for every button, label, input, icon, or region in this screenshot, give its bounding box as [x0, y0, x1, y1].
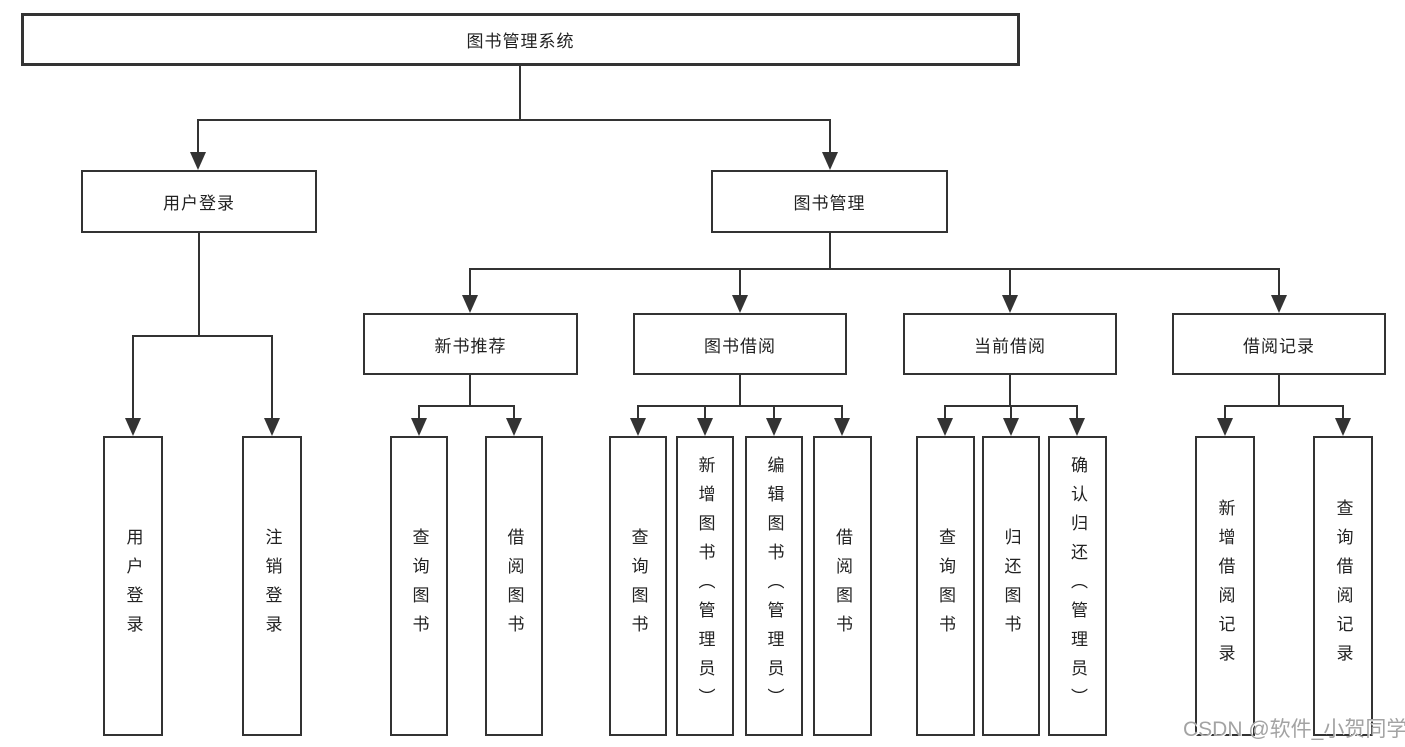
- leaf-confirm-return-admin-label: 确认归还（管理员）: [1068, 455, 1087, 717]
- arrow-to-book-borrow: [732, 268, 748, 313]
- connector-level3-hline: [469, 268, 1280, 270]
- leaf-query-books-1-label: 查询图书: [409, 528, 429, 644]
- connector-root-vline: [519, 66, 521, 120]
- node-new-book-recommend: 新书推荐: [363, 313, 578, 375]
- leaf-edit-books-admin: 编辑图书（管理员）: [745, 436, 803, 736]
- arrow-to-leaf-query-borrow-record: [1335, 405, 1351, 436]
- arrow-to-leaf-edit-books: [766, 405, 782, 436]
- arrow-to-user-login: [190, 119, 206, 170]
- leaf-borrow-books-1: 借阅图书: [485, 436, 543, 736]
- leaf-query-books-1: 查询图书: [390, 436, 448, 736]
- leaf-query-borrow-record: 查询借阅记录: [1313, 436, 1373, 736]
- leaf-query-borrow-record-label: 查询借阅记录: [1333, 499, 1353, 673]
- node-current-borrow: 当前借阅: [903, 313, 1117, 375]
- connector-book-borrow-vline: [739, 375, 741, 406]
- leaf-return-books: 归还图书: [982, 436, 1040, 736]
- connector-level2-hline: [197, 119, 831, 121]
- leaf-add-books-admin-label: 新增图书（管理员）: [695, 455, 715, 717]
- arrow-to-leaf-add-borrow-record: [1217, 405, 1233, 436]
- leaf-query-books-2: 查询图书: [609, 436, 667, 736]
- leaf-add-books-admin: 新增图书（管理员）: [676, 436, 734, 736]
- connector-current-borrow-vline: [1009, 375, 1011, 406]
- node-borrow-records: 借阅记录: [1172, 313, 1386, 375]
- node-borrow-records-label: 借阅记录: [1243, 336, 1315, 356]
- leaf-confirm-return-admin: 确认归还（管理员）: [1048, 436, 1107, 736]
- arrow-to-leaf-borrow-books-1: [506, 405, 522, 436]
- leaf-user-login: 用户登录: [103, 436, 163, 736]
- leaf-logout: 注销登录: [242, 436, 302, 736]
- csdn-watermark: CSDN @软件_小贺同学: [1183, 718, 1405, 741]
- leaf-query-books-3-label: 查询图书: [936, 528, 955, 644]
- node-root-label: 图书管理系统: [466, 32, 575, 51]
- node-current-borrow-label: 当前借阅: [974, 336, 1046, 356]
- node-user-login: 用户登录: [81, 170, 317, 233]
- arrow-to-leaf-borrow-books-2: [834, 405, 850, 436]
- leaf-add-borrow-record-label: 新增借阅记录: [1215, 499, 1235, 673]
- leaf-edit-books-admin-label: 编辑图书（管理员）: [764, 455, 784, 717]
- arrow-to-leaf-user-login: [125, 335, 141, 436]
- arrow-to-leaf-query-books-3: [937, 405, 953, 436]
- arrow-to-leaf-return-books: [1003, 405, 1019, 436]
- connector-new-book-hline: [418, 405, 515, 407]
- node-user-login-label: 用户登录: [163, 194, 235, 213]
- arrow-to-leaf-query-books-2: [630, 405, 646, 436]
- connector-borrow-records-hline: [1224, 405, 1344, 407]
- leaf-query-books-2-label: 查询图书: [628, 528, 648, 644]
- node-book-borrow-label: 图书借阅: [704, 336, 776, 356]
- leaf-query-books-3: 查询图书: [916, 436, 975, 736]
- arrow-to-new-book-recommend: [462, 268, 478, 313]
- arrow-to-leaf-query-books-1: [411, 405, 427, 436]
- connector-book-borrow-hline: [637, 405, 843, 407]
- node-root: 图书管理系统: [21, 13, 1020, 66]
- arrow-to-borrow-records: [1271, 268, 1287, 313]
- connector-user-login-hline: [132, 335, 273, 337]
- node-new-book-recommend-label: 新书推荐: [434, 336, 507, 356]
- arrow-to-current-borrow: [1002, 268, 1018, 313]
- leaf-borrow-books-2-label: 借阅图书: [833, 528, 852, 644]
- arrow-to-leaf-logout: [264, 335, 280, 436]
- node-book-management-label: 图书管理: [793, 194, 866, 213]
- arrow-to-book-management: [822, 119, 838, 170]
- node-book-borrow: 图书借阅: [633, 313, 847, 375]
- arrow-to-leaf-confirm-return: [1069, 405, 1085, 436]
- leaf-add-borrow-record: 新增借阅记录: [1195, 436, 1255, 736]
- node-book-management: 图书管理: [711, 170, 948, 233]
- leaf-user-login-label: 用户登录: [123, 528, 143, 644]
- leaf-borrow-books-1-label: 借阅图书: [504, 528, 524, 644]
- connector-new-book-vline: [469, 375, 471, 406]
- leaf-borrow-books-2: 借阅图书: [813, 436, 872, 736]
- connector-book-mgmt-vline: [829, 233, 831, 269]
- connector-borrow-records-vline: [1278, 375, 1280, 406]
- leaf-return-books-label: 归还图书: [1001, 528, 1021, 644]
- arrow-to-leaf-add-books: [697, 405, 713, 436]
- leaf-logout-label: 注销登录: [262, 528, 282, 644]
- connector-user-login-vline: [198, 233, 200, 336]
